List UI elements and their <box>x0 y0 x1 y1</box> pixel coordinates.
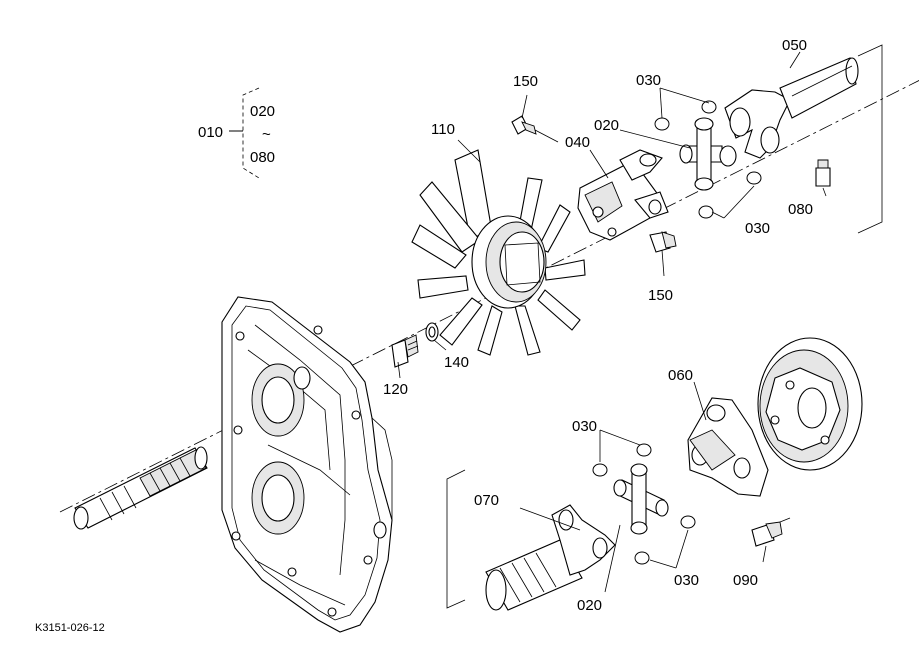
group-from-label: 020 <box>250 103 275 120</box>
shaft-yoke-050 <box>724 57 859 159</box>
circlips-upper <box>654 100 762 219</box>
universal-joint-upper <box>679 117 737 191</box>
lower-assembly-frame <box>446 469 466 609</box>
callout-050: 050 <box>782 37 807 54</box>
circlips-lower <box>592 443 696 565</box>
callout-030-lower-left: 030 <box>572 418 597 435</box>
input-shaft <box>73 446 208 530</box>
washer-140 <box>425 322 439 342</box>
flange-yoke-060 <box>687 397 769 497</box>
callout-090: 090 <box>733 572 758 589</box>
upper-assembly-frame <box>857 44 883 234</box>
callout-120: 120 <box>383 381 408 398</box>
splined-yoke-070 <box>485 504 616 611</box>
flange-yoke-040 <box>577 149 669 241</box>
grease-nipple-150-bottom <box>649 231 677 253</box>
cooling-fan <box>411 149 586 356</box>
callout-030-right: 030 <box>745 220 770 237</box>
grease-nipple-150-top <box>511 115 537 135</box>
callout-040: 040 <box>565 134 590 151</box>
callout-110: 110 <box>431 121 455 138</box>
bolt-090 <box>751 521 783 547</box>
gear-case-housing <box>221 296 393 633</box>
callout-030-top: 030 <box>636 72 661 89</box>
callout-150-bottom: 150 <box>648 287 673 304</box>
callout-labels: 150 030 050 020 040 110 080 030 150 140 … <box>383 37 813 614</box>
callout-030-lower-right: 030 <box>674 572 699 589</box>
grease-nipple-080 <box>815 159 831 187</box>
bolt-120 <box>391 334 419 368</box>
callout-020-top: 020 <box>594 117 619 134</box>
callout-150-top: 150 <box>513 73 538 90</box>
callout-080: 080 <box>788 201 813 218</box>
group-range-symbol: ~ <box>262 126 271 143</box>
diagram-code: K3151-026-12 <box>35 622 105 634</box>
group-to-label: 080 <box>250 149 275 166</box>
group-id-label: 010 <box>198 124 223 141</box>
coupling-disc <box>757 337 863 471</box>
callout-070: 070 <box>474 492 499 509</box>
callout-140: 140 <box>444 354 469 371</box>
universal-joint-lower <box>613 463 669 535</box>
leader-lines <box>397 51 827 593</box>
callout-060: 060 <box>668 367 693 384</box>
group-bracket: 010 020 ~ 080 <box>198 87 275 179</box>
callout-020-bottom: 020 <box>577 597 602 614</box>
